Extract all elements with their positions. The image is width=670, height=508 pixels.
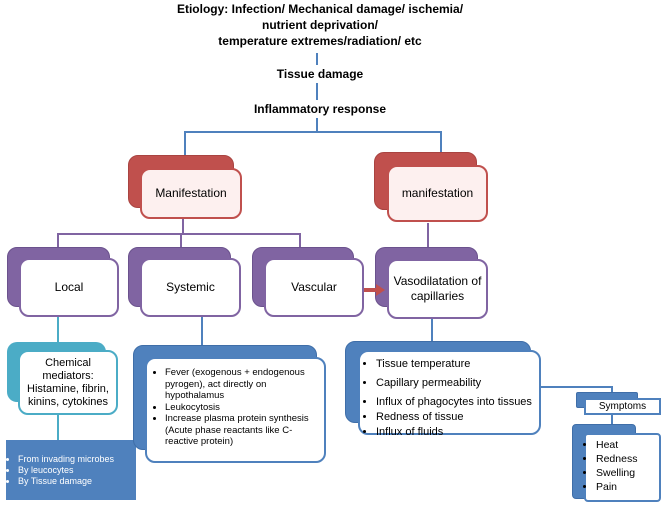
- connector: [57, 233, 59, 258]
- connector: [316, 118, 318, 131]
- inflammatory-response-label: Inflammatory response: [253, 102, 387, 116]
- local-label: Local: [54, 280, 84, 294]
- manifestation-left-box: Manifestation: [140, 168, 242, 219]
- connector: [427, 223, 429, 258]
- connector: [299, 233, 301, 258]
- arrow-icon: [364, 284, 385, 296]
- effect-item: Capillary permeability: [376, 376, 532, 391]
- effect-item: Redness of tissue: [376, 410, 532, 425]
- symptom-item: Swelling: [596, 466, 637, 480]
- chemical-mediators-label: Chemical mediators: Histamine, fibrin, k…: [27, 356, 109, 408]
- vasodilatation-label: Vasodilatation of capillaries: [393, 274, 482, 303]
- source-item: By Tissue damage: [18, 476, 136, 487]
- systemic-item: Leukocytosis: [165, 402, 318, 414]
- etiology-line-3: temperature extremes/radiation/ etc: [218, 34, 422, 48]
- symptoms-label-box: Symptoms: [584, 398, 661, 415]
- source-item: From invading microbes: [18, 454, 136, 465]
- connector: [57, 317, 59, 345]
- manifestation-right-label: manifestation: [401, 186, 474, 200]
- symptoms-label: Symptoms: [598, 401, 647, 412]
- effect-item: Influx of fluids: [376, 425, 532, 440]
- etiology-line-1: Etiology: Infection/ Mechanical damage/ …: [176, 2, 464, 16]
- connector: [57, 233, 301, 235]
- systemic-item: Fever (exogenous + endogenous pyrogen), …: [165, 367, 318, 402]
- symptom-item: Pain: [596, 480, 637, 494]
- symptoms-box: Heat Redness Swelling Pain: [584, 433, 661, 502]
- manifestation-left-label: Manifestation: [155, 186, 227, 200]
- connector: [180, 233, 182, 258]
- source-item: By leucocytes: [18, 465, 136, 476]
- manifestation-right-box: manifestation: [387, 165, 488, 222]
- local-box: Local: [19, 258, 119, 317]
- connector: [184, 131, 442, 133]
- sources-box: From invading microbes By leucocytes By …: [6, 440, 136, 500]
- systemic-item: Increase plasma protein synthesis (Acute…: [165, 413, 318, 448]
- vascular-box: Vascular: [264, 258, 364, 317]
- connector: [184, 131, 186, 165]
- tissue-damage-label: Tissue damage: [276, 67, 364, 81]
- connector: [316, 53, 318, 65]
- effect-item: Influx of phagocytes into tissues: [376, 395, 532, 410]
- systemic-box: Systemic: [140, 258, 241, 317]
- systemic-details-box: Fever (exogenous + endogenous pyrogen), …: [145, 357, 326, 463]
- connector: [201, 317, 203, 345]
- connector: [539, 386, 611, 388]
- chemical-mediators-box: Chemical mediators: Histamine, fibrin, k…: [18, 350, 118, 415]
- symptom-item: Heat: [596, 438, 637, 452]
- effect-item: Tissue temperature: [376, 357, 532, 372]
- connector: [182, 219, 184, 234]
- vascular-label: Vascular: [291, 280, 337, 294]
- etiology-line-2: nutrient deprivation/: [261, 18, 378, 32]
- connector: [57, 413, 59, 440]
- symptom-item: Redness: [596, 452, 637, 466]
- vasodilatation-box: Vasodilatation of capillaries: [387, 259, 488, 319]
- effects-box: Tissue temperature Capillary permeabilit…: [358, 350, 541, 438]
- connector: [440, 131, 442, 165]
- systemic-label: Systemic: [166, 280, 215, 294]
- connector: [611, 413, 613, 425]
- connector: [431, 319, 433, 341]
- connector: [316, 83, 318, 100]
